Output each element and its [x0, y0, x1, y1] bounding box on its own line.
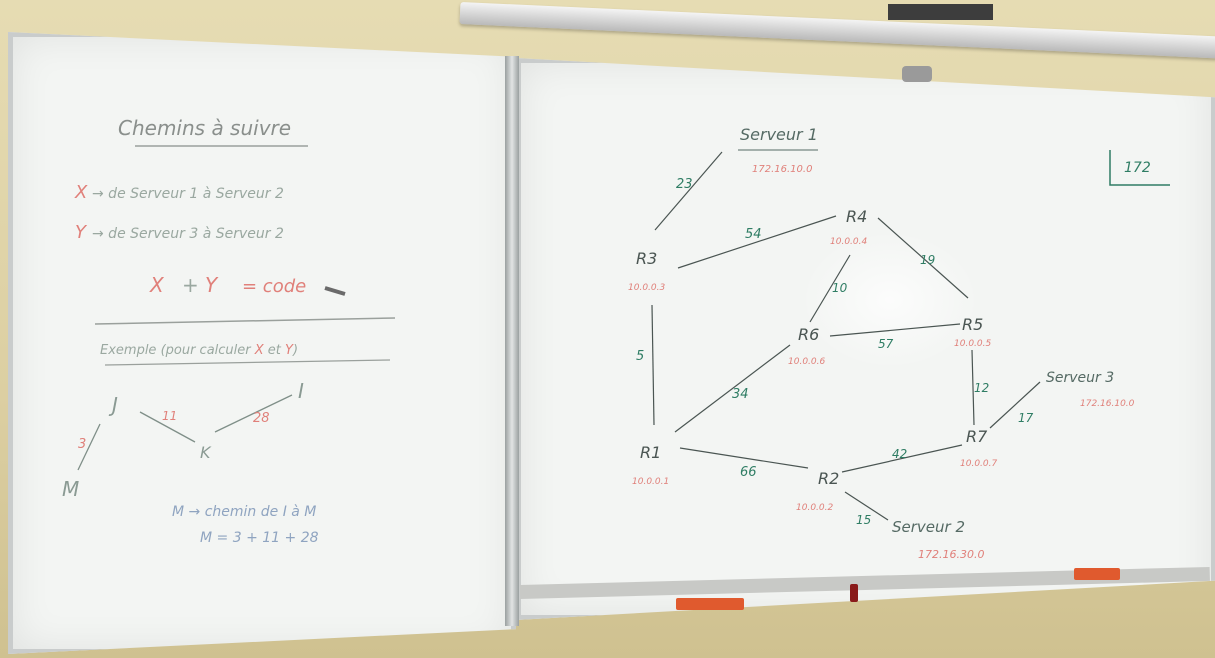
- link-weight: 12: [974, 381, 989, 395]
- link-weight: 23: [676, 177, 693, 192]
- server-3-ip: 172.16.10.0: [1080, 399, 1135, 409]
- right-whiteboard: [516, 58, 1215, 620]
- link-r4-r6: [809, 254, 851, 323]
- node-j: J: [108, 393, 118, 417]
- formula-code: = code: [242, 276, 306, 297]
- router-r5: R5: [962, 315, 983, 334]
- link-r2-s2: [844, 491, 889, 521]
- link-weight: 54: [745, 227, 762, 242]
- router-r6-ip: 10.0.0.6: [788, 357, 825, 367]
- link-r1-r2: [679, 447, 809, 469]
- link-weight: 57: [878, 337, 894, 351]
- weight-28: 28: [253, 411, 270, 426]
- link-s1-r3: [654, 151, 723, 231]
- eraser-right[interactable]: [1074, 568, 1120, 580]
- link-r6-r5: [829, 323, 961, 337]
- link-weight: 10: [832, 281, 848, 295]
- link-weight: 5: [636, 349, 644, 364]
- corner-box: [1109, 150, 1170, 186]
- router-r5-ip: 10.0.0.5: [954, 339, 991, 349]
- formula-x: X: [149, 273, 165, 297]
- rail-bracket: [888, 4, 993, 20]
- link-r2-r7: [841, 444, 963, 473]
- router-r1: R1: [640, 443, 661, 462]
- router-r7-ip: 10.0.0.7: [960, 459, 997, 469]
- router-r3: R3: [636, 249, 657, 268]
- left-whiteboard: [8, 32, 516, 654]
- link-weight: 66: [740, 465, 757, 480]
- x-variable: X: [74, 182, 88, 203]
- edge-j-k: [139, 411, 196, 443]
- router-r1-ip: 10.0.0.1: [632, 477, 669, 487]
- example-underline: [104, 359, 391, 366]
- link-weight: 34: [732, 387, 749, 402]
- separator-line: [94, 317, 396, 325]
- eraser-left[interactable]: [676, 598, 744, 610]
- formula-plus: +: [182, 273, 199, 297]
- link-r5-r7: [971, 349, 975, 426]
- router-r6: R6: [798, 325, 819, 344]
- link-weight: 17: [1018, 411, 1034, 425]
- edge-j-m: [77, 423, 101, 471]
- router-r7: R7: [966, 427, 988, 446]
- example-text: Exemple (pour calculer X et Y): [100, 343, 298, 358]
- node-m: M: [62, 477, 79, 501]
- node-i: I: [298, 379, 304, 403]
- corner-number: 172: [1124, 160, 1151, 176]
- link-weight: 42: [892, 447, 907, 461]
- left-board-content: Chemins à suivre X → de Serveur 1 à Serv…: [62, 116, 396, 546]
- weight-3: 3: [78, 437, 86, 452]
- router-r4-ip: 10.0.0.4: [830, 237, 867, 247]
- formula-y: Y: [205, 273, 219, 297]
- edge-k-i: [214, 394, 293, 433]
- server-3-label: Serveur 3: [1046, 370, 1114, 386]
- marker[interactable]: [850, 584, 858, 602]
- board-divider: [505, 56, 519, 626]
- server-1-ip: 172.16.10.0: [752, 164, 812, 175]
- light-glare: [800, 230, 980, 370]
- link-weight: 15: [856, 513, 871, 527]
- server-2-ip: 172.16.30.0: [918, 548, 984, 561]
- marker-on-board: [324, 286, 346, 296]
- router-r2-ip: 10.0.0.2: [796, 503, 833, 513]
- link-r3-r1: [651, 304, 655, 426]
- link-r7-s3: [989, 381, 1041, 429]
- link-r4-r5: [877, 217, 969, 299]
- left-title: Chemins à suivre: [118, 116, 291, 140]
- board-clip: [902, 66, 932, 82]
- weight-11: 11: [162, 409, 177, 423]
- network-diagram: 172 23 54 19 10 57 5 34 12 17 66 42 15 S…: [628, 125, 1170, 561]
- server-2-label: Serveur 2: [892, 518, 965, 536]
- path-note-1: M → chemin de I à M: [172, 504, 316, 520]
- router-r3-ip: 10.0.0.3: [628, 283, 665, 293]
- link-r3-r4: [677, 215, 837, 269]
- link-r1-r6: [674, 344, 791, 433]
- link-weight: 19: [920, 253, 935, 267]
- y-line-text: → de Serveur 3 à Serveur 2: [92, 226, 284, 242]
- server-1-label: Serveur 1: [740, 125, 818, 144]
- x-line-text: → de Serveur 1 à Serveur 2: [92, 186, 284, 202]
- node-k: K: [200, 443, 212, 462]
- router-r2: R2: [818, 469, 839, 488]
- y-variable: Y: [75, 222, 88, 243]
- router-r4: R4: [846, 207, 867, 226]
- path-note-2: M = 3 + 11 + 28: [200, 530, 319, 546]
